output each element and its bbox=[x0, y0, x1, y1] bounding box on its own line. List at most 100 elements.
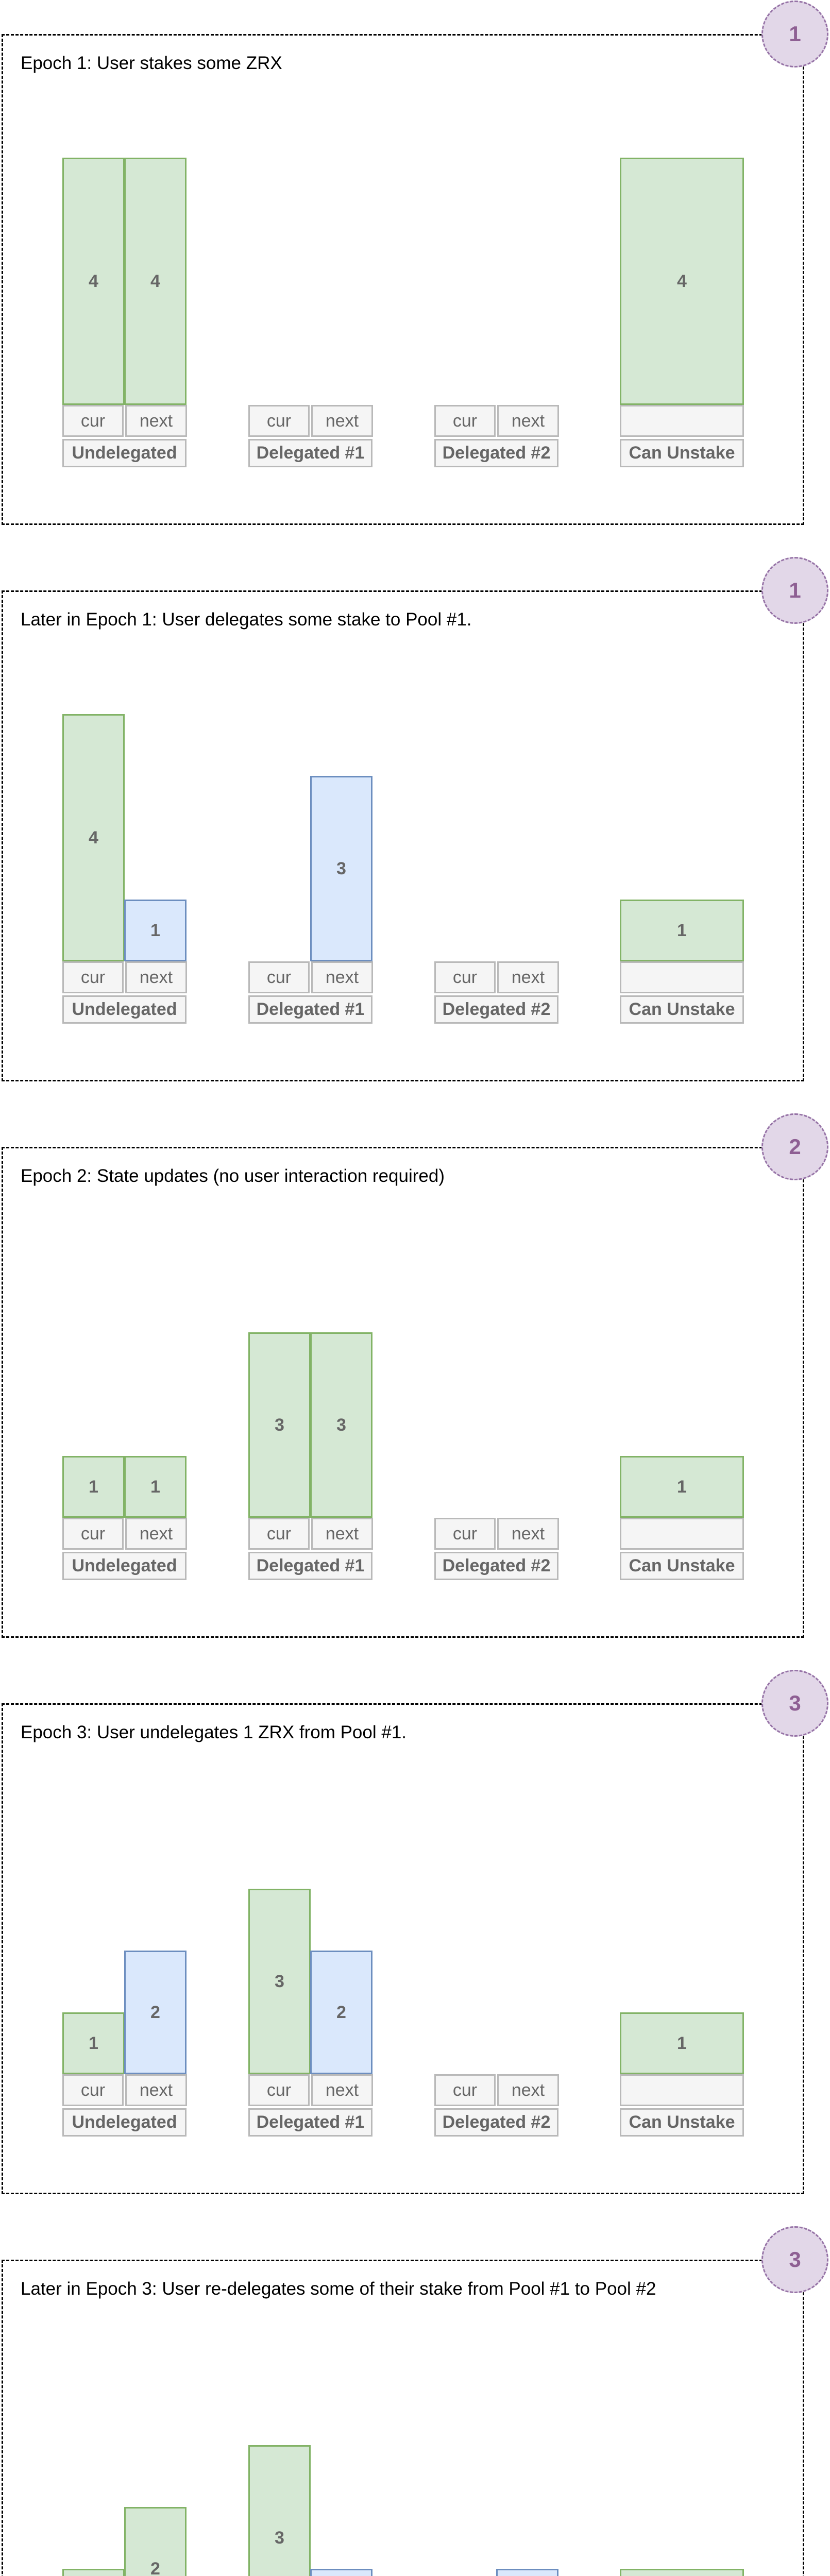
cur-cell: cur bbox=[248, 2074, 310, 2106]
panel-title: Epoch 1: User stakes some ZRX bbox=[21, 53, 282, 73]
bar-next: 2 bbox=[124, 2507, 187, 2576]
cur-cell: cur bbox=[248, 405, 310, 437]
bar-next: 3 bbox=[310, 1332, 372, 1518]
step-badge: 3 bbox=[761, 2226, 828, 2293]
next-cell: next bbox=[125, 1518, 187, 1550]
next-cell: next bbox=[311, 2074, 373, 2106]
next-cell: next bbox=[497, 961, 559, 993]
bar-next: 3 bbox=[310, 776, 372, 961]
bar-value: 1 bbox=[677, 1477, 687, 1497]
panel-title: Epoch 3: User undelegates 1 ZRX from Poo… bbox=[21, 1722, 407, 1742]
merged-cell bbox=[620, 961, 744, 993]
step-badge: 1 bbox=[761, 1, 828, 67]
next-cell: next bbox=[311, 961, 373, 993]
bar-next: 1 bbox=[496, 2569, 558, 2576]
cur-cell: cur bbox=[62, 961, 124, 993]
bar-full: 1 bbox=[620, 900, 744, 961]
bar-value: 2 bbox=[150, 2002, 160, 2022]
next-cell: next bbox=[125, 961, 187, 993]
next-cell: next bbox=[125, 2074, 187, 2106]
next-cell: next bbox=[497, 1518, 559, 1550]
step-badge: 3 bbox=[761, 1670, 828, 1737]
group-label: Can Unstake bbox=[620, 2108, 744, 2137]
bar-full: 1 bbox=[620, 1456, 744, 1518]
next-cell: next bbox=[311, 1518, 373, 1550]
group-label: Undelegated bbox=[62, 2108, 187, 2137]
bar-value: 4 bbox=[89, 827, 98, 848]
group-label: Delegated #2 bbox=[434, 439, 558, 467]
bar-cur: 3 bbox=[248, 1332, 311, 1518]
group-label: Can Unstake bbox=[620, 1552, 744, 1580]
cur-cell: cur bbox=[62, 405, 124, 437]
bar-cur: 4 bbox=[62, 158, 125, 405]
merged-cell bbox=[620, 405, 744, 437]
bar-value: 1 bbox=[677, 920, 687, 940]
bar-value: 3 bbox=[336, 858, 346, 878]
cur-cell: cur bbox=[434, 405, 496, 437]
cur-cell: cur bbox=[434, 1518, 496, 1550]
bar-value: 1 bbox=[89, 2033, 98, 2053]
group-label: Delegated #1 bbox=[248, 439, 372, 467]
group-label: Can Unstake bbox=[620, 995, 744, 1024]
cur-cell: cur bbox=[62, 1518, 124, 1550]
bar-value: 3 bbox=[275, 1971, 284, 1991]
panel-title: Epoch 2: State updates (no user interact… bbox=[21, 1166, 445, 1186]
merged-cell bbox=[620, 1518, 744, 1550]
bar-value: 2 bbox=[336, 2002, 346, 2022]
bar-value: 4 bbox=[150, 271, 160, 291]
group-label: Delegated #2 bbox=[434, 1552, 558, 1580]
bar-full: 1 bbox=[620, 2569, 744, 2576]
bar-value: 1 bbox=[677, 2033, 687, 2053]
step-badge: 1 bbox=[761, 557, 828, 624]
merged-cell bbox=[620, 2074, 744, 2106]
bar-cur: 4 bbox=[62, 714, 125, 961]
group-label: Delegated #1 bbox=[248, 2108, 372, 2137]
panel-title: Later in Epoch 1: User delegates some st… bbox=[21, 609, 472, 630]
bar-value: 3 bbox=[336, 1415, 346, 1435]
bar-next: 2 bbox=[310, 1951, 372, 2074]
next-cell: next bbox=[497, 405, 559, 437]
bar-value: 1 bbox=[89, 1477, 98, 1497]
bar-cur: 3 bbox=[248, 2445, 311, 2576]
cur-cell: cur bbox=[248, 1518, 310, 1550]
next-cell: next bbox=[125, 405, 187, 437]
step-badge: 2 bbox=[761, 1113, 828, 1180]
group-label: Can Unstake bbox=[620, 439, 744, 467]
bar-value: 3 bbox=[275, 1415, 284, 1435]
bar-value: 4 bbox=[89, 271, 98, 291]
group-label: Undelegated bbox=[62, 995, 187, 1024]
group-label: Undelegated bbox=[62, 1552, 187, 1580]
next-cell: next bbox=[311, 405, 373, 437]
bar-value: 1 bbox=[150, 920, 160, 940]
bar-next: 1 bbox=[310, 2569, 372, 2576]
bar-next: 1 bbox=[124, 900, 187, 961]
bar-full: 1 bbox=[620, 2012, 744, 2074]
group-label: Delegated #1 bbox=[248, 1552, 372, 1580]
bar-next: 1 bbox=[124, 1456, 187, 1518]
bar-value: 1 bbox=[150, 1477, 160, 1497]
bar-next: 2 bbox=[124, 1951, 187, 2074]
cur-cell: cur bbox=[248, 961, 310, 993]
bar-value: 2 bbox=[150, 2558, 160, 2576]
bar-cur: 1 bbox=[62, 1456, 125, 1518]
cur-cell: cur bbox=[62, 2074, 124, 2106]
bar-cur: 3 bbox=[248, 1889, 311, 2074]
next-cell: next bbox=[497, 2074, 559, 2106]
bar-next: 4 bbox=[124, 158, 187, 405]
bar-value: 4 bbox=[677, 271, 687, 291]
group-label: Delegated #2 bbox=[434, 2108, 558, 2137]
cur-cell: cur bbox=[434, 2074, 496, 2106]
group-label: Delegated #1 bbox=[248, 995, 372, 1024]
group-label: Delegated #2 bbox=[434, 995, 558, 1024]
bar-full: 4 bbox=[620, 158, 744, 405]
group-label: Undelegated bbox=[62, 439, 187, 467]
cur-cell: cur bbox=[434, 961, 496, 993]
bar-cur: 1 bbox=[62, 2012, 125, 2074]
bar-value: 3 bbox=[275, 2528, 284, 2548]
